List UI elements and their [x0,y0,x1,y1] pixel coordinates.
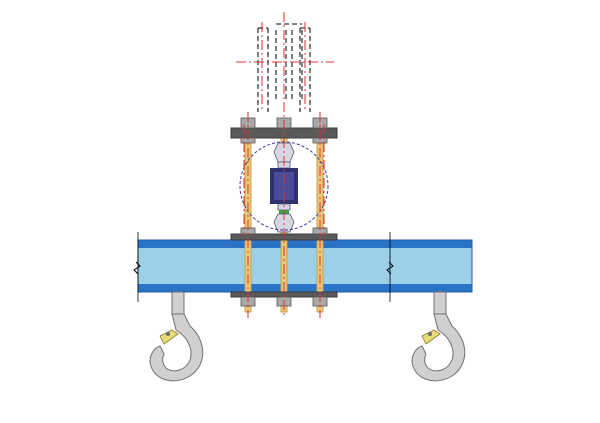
hook-body [411,313,466,382]
hook-body [149,313,204,382]
beam-top-flange [138,240,472,248]
test-specimen-assembly [270,142,298,233]
crane-hook-icon [149,291,204,382]
hidden-outline-left [257,27,269,112]
centerlines [236,12,334,318]
beam-web [138,240,472,292]
hook-shank [171,291,185,315]
hook-latch [421,329,441,345]
crane-hook-icon [411,291,466,382]
hidden-outline-mid-left [275,30,287,100]
beam-bottom-flange [138,284,472,292]
hidden-upper-fixture [257,23,311,112]
hook-pin [428,332,432,336]
hook-latch [159,329,179,345]
specimen-core [274,172,294,200]
hidden-outline-mid-right [291,30,303,100]
hook-shank [433,291,447,315]
hook-pin [166,332,170,336]
